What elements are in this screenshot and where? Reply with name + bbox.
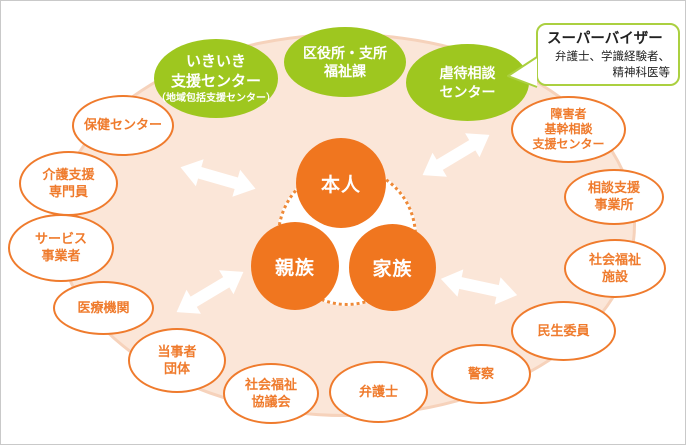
node-police-label: 警察 [467, 365, 494, 381]
node-peer-organization-label: 当事者 団体 [157, 343, 197, 376]
node-relatives: 親族 [251, 222, 339, 310]
node-abuse-consultation-center-label: 虐待相談 センター [439, 65, 496, 100]
node-social-welfare-facility: 社会福祉 施設 [564, 239, 666, 298]
node-medical-institution: 医療機関 [53, 281, 154, 335]
supervisor-callout-pointer [505, 53, 539, 91]
node-social-welfare-council-label: 社会福祉 協議会 [244, 376, 297, 409]
node-social-welfare-facility-label: 社会福祉 施設 [588, 251, 641, 284]
node-health-center-label: 保健センター [83, 117, 162, 133]
node-lawyer-label: 弁護士 [358, 383, 398, 399]
node-medical-institution-label: 医療機関 [77, 299, 130, 315]
node-ikiiki-support-center-label: いきいき 支援センター [170, 53, 261, 90]
supervisor-callout-title: スーパーバイザー [547, 31, 663, 47]
double-arrow-upper-right-icon [413, 119, 498, 190]
node-abuse-consultation-center: 虐待相談 センター [406, 44, 529, 121]
double-arrow-lower-right-icon [437, 261, 521, 312]
node-family-label: 家族 [372, 259, 413, 280]
node-ikiiki-support-center: いきいき 支援センター （地域包括支援センター） [154, 39, 278, 118]
node-person: 本人 [296, 138, 386, 228]
node-person-label: 本人 [320, 174, 361, 196]
node-ikiiki-support-center-sublabel: （地域包括支援センター） [156, 93, 276, 104]
node-social-welfare-council: 社会福祉 協議会 [223, 363, 319, 424]
node-family: 家族 [349, 224, 436, 311]
node-consultation-support-office-label: 相談支援 事業所 [587, 180, 640, 212]
node-relatives-label: 親族 [274, 257, 315, 279]
node-care-manager-label: 介護支援 専門員 [42, 166, 95, 199]
node-lawyer: 弁護士 [329, 361, 428, 423]
node-health-center: 保健センター [72, 95, 174, 156]
double-arrow-lower-left-icon [167, 256, 252, 327]
node-disability-core-consultation-center: 障害者 基幹相談 支援センター [511, 96, 626, 163]
node-ward-office-welfare-section-label: 区役所・支所 福祉課 [303, 44, 387, 79]
node-peer-organization: 当事者 団体 [128, 328, 226, 393]
node-welfare-commissioner-label: 民生委員 [537, 322, 590, 338]
node-ward-office-welfare-section: 区役所・支所 福祉課 [284, 27, 406, 97]
double-arrow-upper-left-icon [176, 150, 261, 206]
node-service-provider: サービス 事業者 [8, 214, 114, 282]
supervisor-callout: スーパーバイザー 弁護士、学識経験者、 精神科医等 [536, 23, 680, 86]
supervisor-callout-body: 弁護士、学識経験者、 精神科医等 [555, 51, 670, 80]
node-care-manager: 介護支援 専門員 [19, 151, 118, 216]
node-consultation-support-office: 相談支援 事業所 [564, 169, 664, 225]
node-service-provider-label: サービス 事業者 [34, 231, 87, 263]
node-police: 警察 [431, 344, 531, 404]
node-disability-core-consultation-center-label: 障害者 基幹相談 支援センター [532, 107, 605, 151]
node-welfare-commissioner: 民生委員 [511, 301, 616, 361]
